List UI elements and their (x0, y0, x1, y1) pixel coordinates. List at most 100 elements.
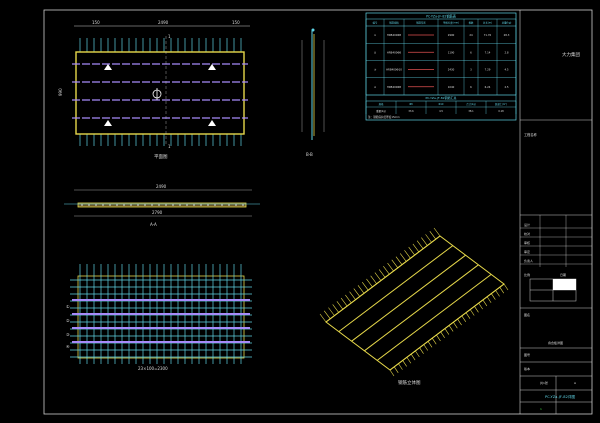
table-header-cell: 总长(m) (483, 21, 492, 25)
rebar-table: PC-YZa-JF-82钢筋表 编号钢筋规格钢筋形状单根长度(mm)根数总长(m… (365, 12, 517, 121)
rebar-marker-3: ③ (66, 332, 70, 337)
rebar-dot (151, 204, 153, 206)
iso-stub (469, 309, 475, 316)
project-label: 工程名称 (524, 132, 538, 137)
iso-truss-line (376, 274, 492, 361)
rebar-dot (130, 204, 132, 206)
dim-top-right: 150 (232, 20, 240, 25)
iso-stub (436, 334, 441, 342)
iso-stub (374, 272, 382, 281)
version-value: A (574, 381, 577, 385)
drawing-number: PC-YZa-JF-82详图 (545, 394, 575, 399)
iso-stub (399, 253, 407, 262)
key-plan-highlight (553, 279, 576, 290)
plan-view: 150 2490 150 1 1 990 平面图 (58, 20, 250, 160)
iso-stub (410, 353, 416, 361)
plan-slab-outline (75, 51, 245, 135)
table-cell: HRB400Φ8 (387, 50, 402, 54)
table-cell: 4.5 (504, 68, 508, 72)
iso-stub (395, 256, 403, 265)
iso-stub (345, 294, 352, 304)
iso-stub (332, 304, 339, 313)
sub-table-header: 混凝土(m³) (495, 102, 507, 106)
iso-stub (423, 344, 429, 351)
section-mark-top: 1 (168, 34, 171, 39)
iso-stub (406, 357, 412, 364)
rebar-dot (109, 204, 111, 206)
table-cell: HRB400Φ10 (386, 68, 402, 72)
drawing-name-label: 图名 (524, 312, 530, 317)
table-cell: 2.8 (504, 50, 508, 54)
rebar-dot (179, 204, 181, 206)
rebar-plan: 23×100=2300 ① ② ③ ④ (66, 264, 252, 371)
table-cell: 2990 (448, 33, 455, 37)
rebar-dot (186, 204, 188, 206)
rebar-dot (95, 204, 97, 206)
iso-stub (499, 287, 505, 294)
iso-truss-line (389, 283, 505, 371)
table-cell: 6 (470, 85, 472, 89)
sub-table-cell: 0.18 (498, 110, 504, 113)
rebar-marker-2: ② (66, 318, 70, 323)
lifting-point-marker (104, 64, 112, 70)
iso-stub (393, 366, 399, 373)
iso-stub (433, 227, 441, 237)
iso-stub (408, 246, 415, 256)
section-aa-label: A-A (150, 222, 157, 227)
iso-stub (448, 325, 454, 332)
title-block-row-label: 校对 (524, 231, 530, 236)
iso-stub (328, 307, 335, 316)
table-cell: ④ (374, 86, 377, 89)
dim-long: 2490 (156, 184, 167, 189)
rebar-dot (235, 204, 237, 206)
iso-stub (366, 278, 373, 288)
iso-truss-line (325, 235, 441, 323)
iso-stub (361, 281, 369, 291)
iso-stub (427, 341, 433, 348)
rebar-dot (102, 204, 104, 206)
iso-stub (319, 313, 327, 323)
title-block-row-label: 设计 (524, 222, 530, 227)
long-section: 2490 2790 A-A (64, 184, 260, 227)
rebar-marker-4: ④ (66, 344, 70, 349)
rebar-dot (172, 204, 174, 206)
iso-stub (465, 312, 471, 319)
sheet-frame (43, 9, 593, 415)
iso-stub (404, 250, 411, 259)
version-label: 版本 (524, 366, 530, 371)
iso-stub (349, 291, 356, 300)
iso-stub (336, 301, 344, 310)
iso-stub (474, 306, 479, 313)
iso-stub (398, 363, 403, 370)
table-cell: 7.29 (485, 68, 491, 72)
company-name: 大力集团 (562, 51, 580, 58)
title-block-row-label: 审核 (524, 240, 530, 245)
table-cell: 28.3 (504, 33, 510, 37)
sub-table-header: Φ10 (439, 103, 444, 106)
iso-stub (478, 302, 483, 310)
iso-stub (402, 360, 407, 367)
drawing-name: 叠合板详图 (548, 340, 563, 345)
table-cell: HRB400Φ8 (387, 33, 402, 37)
sub-table-cell: 33.6 (408, 110, 414, 113)
iso-truss-line (351, 254, 466, 342)
table-cell: ② (374, 51, 377, 54)
iso-stub (491, 293, 496, 300)
iso-truss-line (364, 264, 479, 352)
iso-stub (391, 259, 399, 269)
table-cell: 24 (469, 33, 473, 37)
rebar-slab-outline (77, 275, 245, 359)
iso-stub (453, 322, 458, 329)
table-cell: 2.5 (504, 85, 508, 89)
rebar-dot (193, 204, 195, 206)
sub-table-cell: 4.5 (439, 110, 443, 113)
sheet-label: 图号 (524, 352, 530, 357)
rebar-marker-1: ① (66, 304, 70, 309)
iso-stub (353, 288, 361, 297)
rebar-dot (207, 204, 209, 206)
page-value: 1 (540, 407, 542, 411)
rebar-dot (144, 204, 146, 206)
iso-stub (457, 318, 462, 326)
table-header-cell: 钢筋形状 (416, 21, 426, 25)
